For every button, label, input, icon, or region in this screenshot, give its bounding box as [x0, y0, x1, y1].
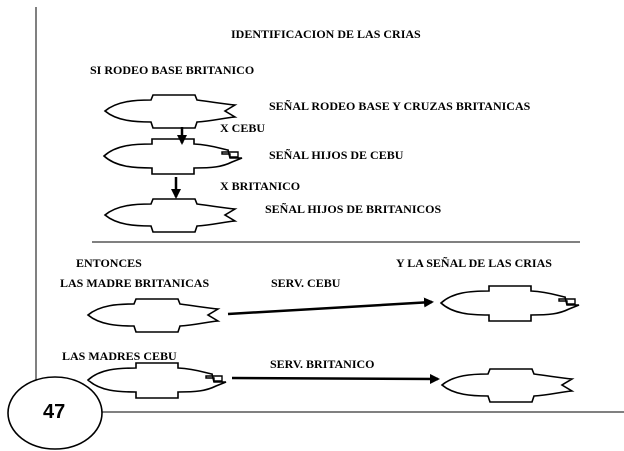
label-serv-britanico: SERV. BRITANICO	[270, 357, 375, 371]
ear-mark-cria-britanica	[441, 368, 573, 403]
page-number-circle	[7, 376, 103, 450]
ear-mark-rodeo-base	[104, 94, 236, 129]
label-senal-rodeo: SEÑAL RODEO BASE Y CRUZAS BRITANICAS	[269, 99, 531, 113]
ear-mark-hijos-britanicos	[104, 198, 236, 233]
label-x-britanico: X BRITANICO	[220, 179, 301, 193]
label-madres-cebu: LAS MADRES CEBU	[62, 349, 177, 363]
arrow-serv-cebu	[227, 297, 434, 316]
label-senal-hijos-cebu: SEÑAL HIJOS DE CEBU	[269, 148, 404, 162]
slide-subtitle: SI RODEO BASE BRITANICO	[90, 63, 255, 77]
ear-mark-madre-britanica	[87, 298, 219, 333]
ear-mark-madre-cebu	[87, 362, 227, 399]
ear-mark-hijos-cebu	[103, 138, 243, 175]
label-entonces: ENTONCES	[76, 256, 142, 270]
label-madre-britanicas: LAS MADRE BRITANICAS	[60, 276, 210, 290]
arrow-serv-britanico	[231, 373, 440, 384]
page-number: 47	[43, 401, 66, 423]
label-x-cebu: X CEBU	[220, 121, 266, 135]
slide-title: IDENTIFICACION DE LAS CRIAS	[231, 27, 421, 41]
label-y-senal-crias: Y LA SEÑAL DE LAS CRIAS	[396, 256, 552, 270]
ear-mark-cria-cebu	[440, 285, 580, 322]
label-senal-hijos-britanicos: SEÑAL HIJOS DE BRITANICOS	[265, 202, 442, 216]
label-serv-cebu: SERV. CEBU	[271, 276, 341, 290]
